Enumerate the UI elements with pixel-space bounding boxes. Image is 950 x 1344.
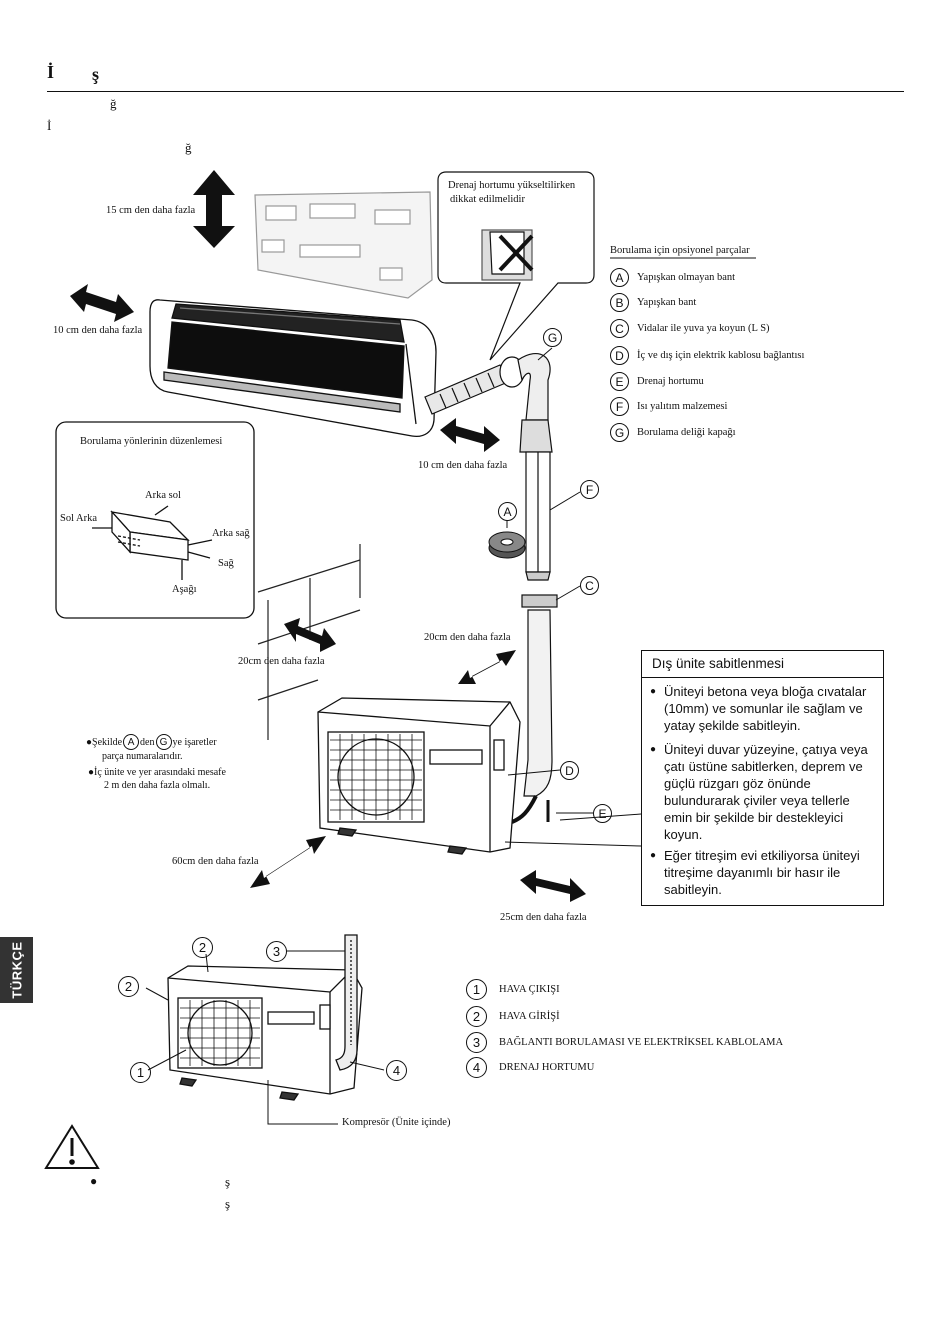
- optional-part-f: F Isı yalıtım malzemesi: [610, 397, 727, 416]
- distance-top-label: 15 cm den daha fazla: [106, 205, 196, 216]
- compressor-label: Kompresör (Ünite içinde): [342, 1117, 451, 1128]
- callout-d: D: [560, 761, 579, 780]
- optional-part-d: D İç ve dış için elektrik kablosu bağlan…: [610, 346, 804, 365]
- optional-part-label: Vidalar ile yuva ya koyun (L S): [637, 323, 770, 334]
- outdoor-fixing-item-2: ● Üniteyi duvar yüzeyine, çatıya veya ça…: [650, 742, 868, 842]
- warning-line-1: ş: [225, 1174, 231, 1189]
- callout-1: 1: [130, 1062, 151, 1083]
- optional-parts-title: Borulama için opsiyonel parçalar: [610, 245, 750, 256]
- callout-e: E: [593, 804, 612, 823]
- letter-c-badge: C: [610, 319, 629, 338]
- warning-line-2: ş: [225, 1196, 231, 1211]
- indoor-unit-drawing: [149, 299, 437, 438]
- callout-3: 3: [266, 941, 287, 962]
- optional-part-label: Yapışkan bant: [637, 297, 697, 308]
- arrow-outdoor-side: [458, 650, 516, 684]
- intro-line-3: ğ: [185, 140, 192, 155]
- intro-line-1: ğ: [110, 96, 117, 111]
- callout-2-left: 2: [118, 976, 139, 997]
- optional-part-label: İç ve dış için elektrik kablosu bağlantı…: [637, 350, 805, 361]
- wall-bricks: [257, 544, 361, 740]
- callout-2-top: 2: [192, 937, 213, 958]
- callout-c: C: [580, 576, 599, 595]
- direction-box-title: Borulama yönlerinin düzenlemesi: [80, 436, 223, 447]
- drain-caution-line-1: Drenaj hortumu yükseltilirken: [448, 180, 576, 191]
- drain-caution-line-2: dikkat edilmelidir: [450, 194, 525, 205]
- optional-part-label: Drenaj hortumu: [637, 376, 704, 387]
- outdoor-unit-drawing: [317, 697, 521, 855]
- distance-right-label: 10 cm den daha fazla: [418, 460, 508, 471]
- mounting-plate: [254, 191, 433, 299]
- letter-e-badge: E: [610, 372, 629, 391]
- outdoor-fixing-item-1: ● Üniteyi betona veya bloğa cıvatalar (1…: [650, 684, 867, 733]
- callout-a: A: [498, 502, 517, 521]
- optional-part-b: B Yapışkan bant: [610, 293, 696, 312]
- arrow-outdoor-rear: [284, 618, 336, 652]
- optional-part-g: G Borulama deliği kapağı: [610, 423, 736, 442]
- callout-f: F: [580, 480, 599, 499]
- fixing-box-leader: [504, 841, 642, 847]
- optional-part-a: A Yapışkan olmayan bant: [610, 268, 735, 287]
- distance-outdoor-side-label: 20cm den daha fazla: [424, 632, 511, 643]
- callout-4: 4: [386, 1060, 407, 1081]
- letter-g-badge: G: [610, 423, 629, 442]
- page-title-right: ş: [92, 64, 100, 84]
- bullet-icon: ●: [650, 686, 657, 697]
- optional-part-e: E Drenaj hortumu: [610, 372, 704, 391]
- arrow-outdoor-right: [520, 870, 586, 902]
- distance-outdoor-right-label: 25cm den daha fazla: [500, 912, 587, 923]
- optional-part-label: Isı yalıtım malzemesi: [637, 401, 728, 412]
- header-rule: [47, 91, 904, 92]
- outdoor-legend-4: 4 DRENAJ HORTUMU: [466, 1057, 594, 1078]
- page-title-left: İ: [47, 62, 55, 82]
- outdoor-fixing-item-3: ● Eğer titreşim evi etkiliyorsa üniteyi …: [650, 848, 860, 897]
- note-1: ●Şekilde A den G ye işaretler: [86, 734, 217, 750]
- distance-left-label: 10 cm den daha fazla: [53, 325, 143, 336]
- arrow-top-clearance: [193, 170, 235, 248]
- distance-outdoor-rear-label: 20cm den daha fazla: [238, 656, 325, 667]
- outdoor-legend-1: 1 HAVA ÇIKIŞI: [466, 979, 560, 1000]
- bullet-icon: ●: [650, 744, 657, 755]
- distance-outdoor-front-label: 60cm den daha fazla: [172, 856, 259, 867]
- letter-f-badge: F: [610, 397, 629, 416]
- direction-right: Sağ: [218, 558, 234, 569]
- optional-part-label: Borulama deliği kapağı: [637, 427, 736, 438]
- note-2-line-1: ●İç ünite ve yer arasındaki mesafe: [88, 767, 226, 778]
- outdoor-fixing-divider: [642, 677, 883, 678]
- arrow-left-clearance: [70, 284, 134, 322]
- note-1-line-2: parça numaralarıdır.: [102, 751, 183, 762]
- warning-bullet-icon: ●: [90, 1174, 98, 1188]
- pipe-assembly: [424, 353, 558, 824]
- intro-line-2: İ: [47, 118, 52, 133]
- letter-b-badge: B: [610, 293, 629, 312]
- letter-d-badge: D: [610, 346, 629, 365]
- arrow-right-clearance: [440, 418, 500, 452]
- outdoor-legend-2: 2 HAVA GİRİŞİ: [466, 1006, 560, 1027]
- drain-caution-box: [437, 171, 595, 361]
- outdoor-fixing-box: Dış ünite sabitlenmesi ● Üniteyi betona …: [641, 650, 884, 906]
- warning-icon: [44, 1124, 100, 1169]
- callout-g: G: [543, 328, 562, 347]
- outdoor-legend-3: 3 BAĞLANTI BORULAMASI VE ELEKTRİKSEL KAB…: [466, 1032, 783, 1053]
- arrow-outdoor-front: [250, 836, 326, 888]
- direction-back-right: Arka sağ: [212, 528, 250, 539]
- letter-a-badge: A: [610, 268, 629, 287]
- direction-box: [55, 421, 255, 619]
- outdoor-unit-2-drawing: [167, 934, 363, 1101]
- language-tab: TÜRKÇE: [0, 937, 33, 1003]
- note-2-line-2: 2 m den daha fazla olmalı.: [104, 780, 211, 791]
- direction-down: Aşağı: [172, 584, 197, 595]
- direction-back-left: Arka sol: [145, 490, 181, 501]
- bullet-icon: ●: [650, 850, 657, 861]
- tape-roll: [488, 531, 526, 559]
- optional-part-label: Yapışkan olmayan bant: [637, 272, 736, 283]
- direction-left-back: Sol Arka: [60, 513, 98, 524]
- optional-part-c: C Vidalar ile yuva ya koyun (L S): [610, 319, 770, 338]
- outdoor-fixing-title: Dış ünite sabitlenmesi: [652, 656, 785, 671]
